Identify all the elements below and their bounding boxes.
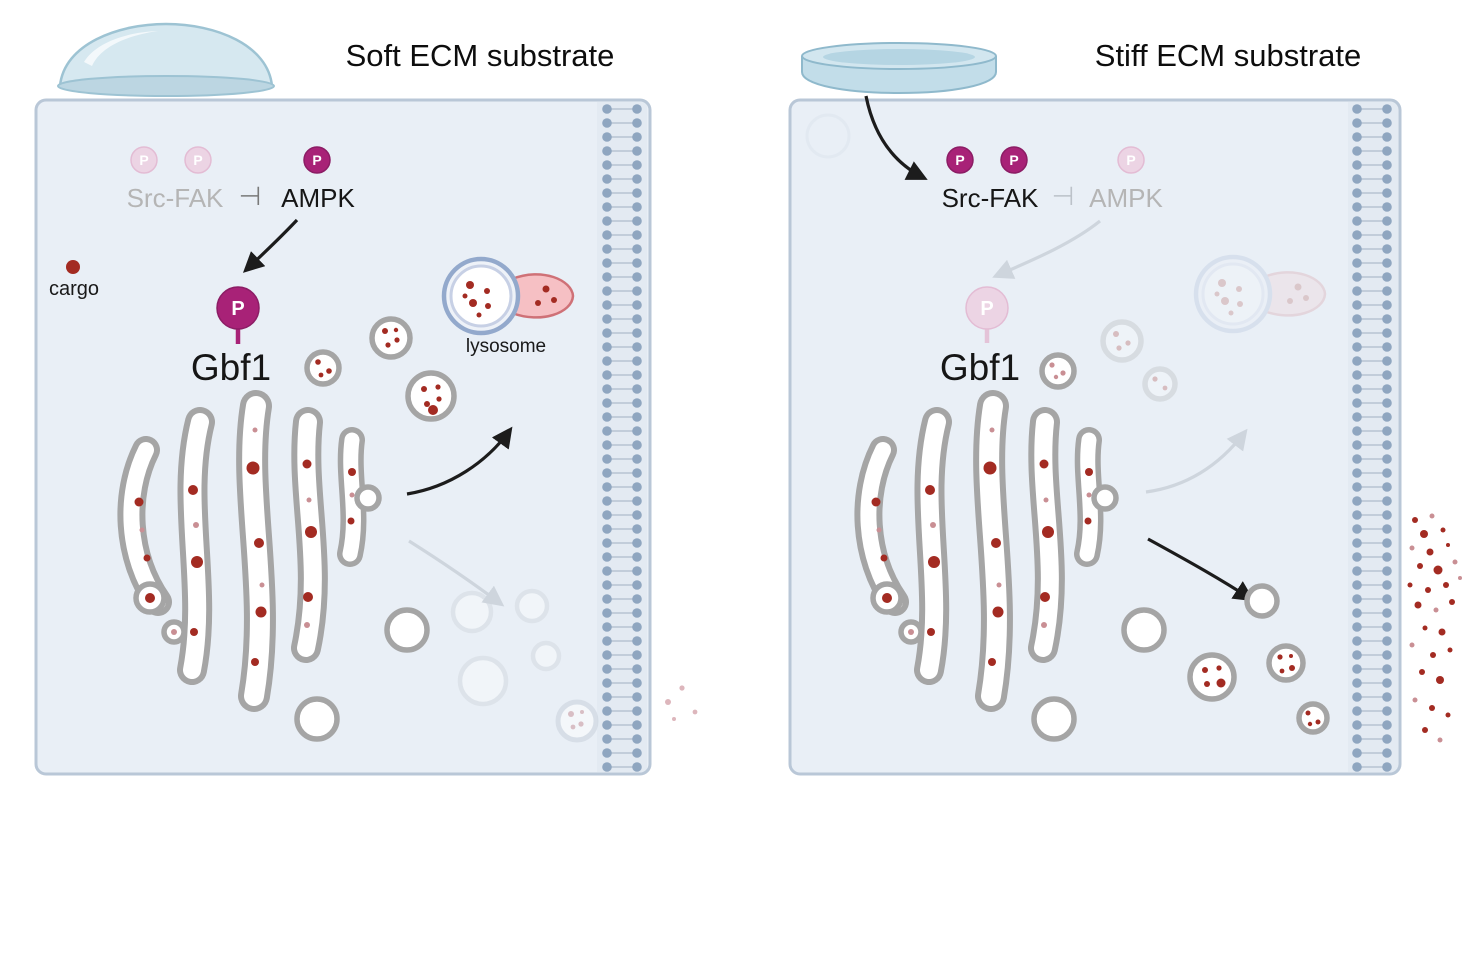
inhibition-symbol: ⊣	[239, 182, 262, 212]
phospho-badge-faded	[184, 146, 212, 174]
phospho-letter: P	[1126, 152, 1135, 168]
gbf1-label: Gbf1	[191, 347, 271, 388]
signaling-cascade: P P P Src-FAK ⊣ AMPK	[942, 146, 1163, 279]
inactive-vesicles	[450, 588, 599, 743]
phospho-badge-active	[946, 146, 974, 174]
ampk-to-gbf1-arrow-inactive	[992, 219, 1101, 279]
secreted-cargo-sparse	[665, 685, 698, 721]
gbf1-phosphorylated: P Gbf1	[191, 286, 271, 388]
phospho-letter: P	[312, 152, 321, 168]
transport-vesicles-active	[304, 316, 457, 422]
trafficking-arrow-inactive	[1145, 428, 1248, 494]
plasma-membrane	[597, 102, 647, 772]
secretion-arrow-inactive	[408, 539, 505, 607]
plasma-membrane	[1348, 102, 1398, 772]
cell-outline	[788, 98, 1402, 776]
stiff-ecm-panel: Stiff ECM substrate	[788, 38, 1462, 776]
phospho-badge-faded	[1117, 146, 1145, 174]
phospho-letter: P	[193, 152, 202, 168]
cargo-dot	[66, 260, 80, 274]
phospho-letter: P	[980, 298, 993, 320]
inhibition-symbol: ⊣	[1052, 182, 1075, 212]
phospho-letter: P	[955, 152, 964, 168]
gbf1-phospho-badge-faded	[965, 286, 1009, 330]
cargo-legend: cargo	[49, 260, 99, 300]
cell-outline	[34, 98, 652, 776]
phospho-badge-active	[1000, 146, 1028, 174]
secreted-cargo-dense	[1407, 513, 1462, 743]
phospho-letter: P	[1009, 152, 1018, 168]
soft-gel-dome-icon	[57, 22, 275, 97]
inactive-lysosome-route	[1100, 257, 1325, 494]
faint-vesicle-outline	[805, 113, 851, 159]
secretion-arrow-active	[1147, 537, 1255, 602]
phospho-badge-active	[303, 146, 331, 174]
gbf1-label: Gbf1	[940, 347, 1020, 388]
soft-panel-title: Soft ECM substrate	[346, 38, 615, 73]
ampk-label: AMPK	[281, 183, 355, 213]
cargo-label: cargo	[49, 278, 99, 300]
src-fak-label: Src-FAK	[942, 183, 1039, 213]
secretory-vesicles-active	[1187, 583, 1330, 735]
stiff-panel-title: Stiff ECM substrate	[1095, 38, 1361, 73]
phospho-badge-faded	[130, 146, 158, 174]
phospho-letter: P	[139, 152, 148, 168]
stiff-dish-icon	[801, 42, 997, 95]
signaling-cascade: P P P Src-FAK ⊣ AMPK	[127, 146, 355, 273]
ampk-to-gbf1-arrow	[242, 218, 299, 273]
ampk-label: AMPK	[1089, 183, 1163, 213]
stiffness-signal-arrow	[864, 95, 928, 180]
lysosome-label: lysosome	[466, 336, 546, 357]
soft-ecm-panel: Soft ECM substrate	[34, 22, 698, 776]
gbf1-dephosphorylated: P Gbf1	[940, 286, 1020, 388]
src-fak-label: Src-FAK	[127, 183, 224, 213]
gbf1-phospho-badge	[216, 286, 260, 330]
transport-vesicle-semi	[1039, 352, 1077, 390]
trafficking-arrow-active	[406, 426, 513, 496]
phospho-letter: P	[231, 298, 244, 320]
